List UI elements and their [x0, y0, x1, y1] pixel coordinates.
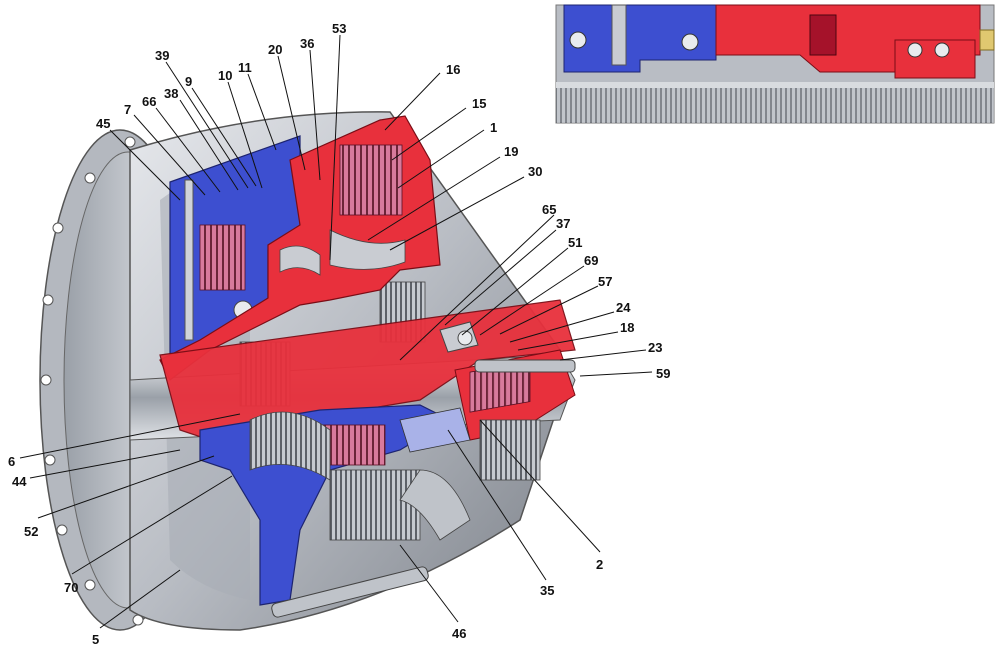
callout-24: 24	[616, 300, 631, 315]
callout-39: 39	[155, 48, 169, 63]
callout-38: 38	[164, 86, 178, 101]
callout-46: 46	[452, 626, 466, 641]
callout-37: 37	[556, 216, 570, 231]
callout-30: 30	[528, 164, 542, 179]
oil-tube	[184, 179, 194, 341]
clutch-pack-left	[199, 224, 246, 291]
callout-69: 69	[584, 253, 598, 268]
red-clutch-drum	[159, 115, 441, 381]
callout-9: 9	[185, 74, 192, 89]
callout-35: 35	[540, 583, 554, 598]
callout-19: 19	[504, 144, 518, 159]
callout-2: 2	[596, 557, 603, 572]
callout-66: 66	[142, 94, 156, 109]
callout-15: 15	[472, 96, 486, 111]
callout-labels: 39 9 38 66 7 45 10 11 20 36 53 16 15 1 1…	[8, 21, 670, 647]
callout-36: 36	[300, 36, 314, 51]
callout-57: 57	[598, 274, 612, 289]
callout-51: 51	[568, 235, 582, 250]
callout-1: 1	[490, 120, 497, 135]
callout-7: 7	[124, 102, 131, 117]
callout-70: 70	[64, 580, 78, 595]
callout-16: 16	[446, 62, 460, 77]
callout-10: 10	[218, 68, 232, 83]
flange-bolt-holes	[40, 136, 144, 626]
callout-59: 59	[656, 366, 670, 381]
callout-45: 45	[96, 116, 110, 131]
callout-65: 65	[542, 202, 556, 217]
callout-53: 53	[332, 21, 346, 36]
callout-23: 23	[648, 340, 662, 355]
inset-section-view	[555, 4, 995, 124]
callout-5: 5	[92, 632, 99, 647]
callout-6: 6	[8, 454, 15, 469]
return-spring	[329, 229, 406, 270]
tie-bolt-upper	[474, 359, 576, 373]
callout-20: 20	[268, 42, 282, 57]
clutch-pack-upper	[339, 144, 403, 216]
ball-bearing-hub	[457, 330, 473, 346]
tie-bolt-lower	[271, 566, 429, 618]
lower-right-pack	[454, 349, 576, 481]
callout-44: 44	[12, 474, 27, 489]
callout-52: 52	[24, 524, 38, 539]
callout-11: 11	[238, 60, 252, 75]
lower-gear-set	[249, 411, 471, 618]
callout-18: 18	[620, 320, 634, 335]
leader-lines	[19, 34, 653, 629]
